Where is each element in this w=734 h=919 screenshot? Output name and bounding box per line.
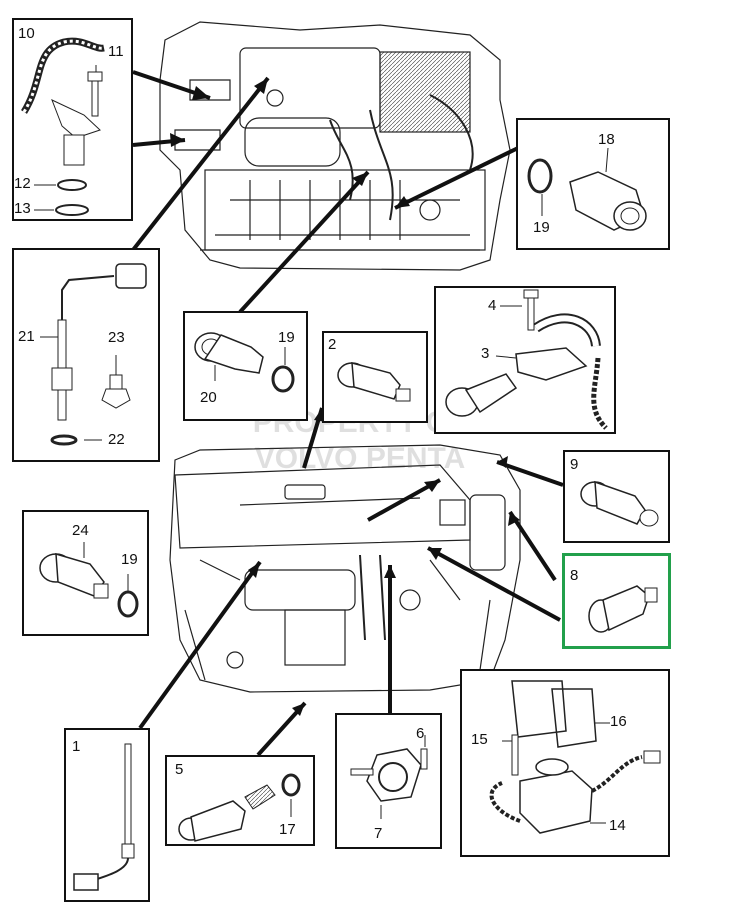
callout-24: 24 [72,522,89,539]
inset-parts-3-4 [434,286,616,434]
callout-5: 5 [175,761,184,778]
lower-engine-illustration [169,444,521,693]
inset-part-2 [322,331,428,423]
callout-4: 4 [488,297,497,314]
callout-19-lower-left: 19 [121,551,138,568]
callout-1: 1 [72,738,81,755]
inset-parts-19-24 [22,510,149,636]
sensor-18-drawing [527,147,647,231]
watermark-line-2: VOLVO PENTA [255,442,466,475]
callout-8: 8 [570,567,579,584]
callout-7: 7 [374,825,383,842]
callout-19-upper-right: 19 [533,219,550,236]
sensor-20-drawing [194,332,295,393]
callout-18: 18 [598,131,615,148]
sensor-24-drawing [39,542,139,618]
callout-19-middle-left: 19 [278,329,295,346]
callout-15: 15 [471,731,488,748]
sensor-14-16-drawing [489,680,661,834]
sensor-3-drawing [445,289,608,430]
inset-part-1 [64,728,150,902]
callout-11: 11 [108,43,124,60]
sensor-8-drawing [588,585,658,633]
callout-14: 14 [609,817,626,834]
inset-part-9 [563,450,670,543]
callout-13: 13 [14,200,31,217]
inset-parts-5-17 [165,755,315,846]
sensor-1-drawing [73,743,135,891]
inset-parts-6-7 [335,713,442,849]
callout-23: 23 [108,329,125,346]
inset-parts-14-15-16 [460,669,670,857]
callout-10: 10 [18,25,35,42]
callout-6: 6 [416,725,425,742]
callout-16: 16 [610,713,627,730]
callout-12: 12 [14,175,31,192]
inset-parts-10-11-12-13 [12,18,133,221]
callout-22: 22 [108,431,125,448]
callout-20: 20 [200,389,217,406]
inset-part-8-highlighted [562,553,671,649]
sensor-2-drawing [337,362,411,402]
sensor-10-drawing [20,37,105,216]
sensor-6-7-drawing [350,735,428,819]
callout-21: 21 [18,328,35,345]
callout-3: 3 [481,345,490,362]
sensor-9-drawing [580,480,659,527]
callout-2: 2 [328,336,337,353]
inset-parts-18-19 [516,118,670,250]
sensor-21-23-drawing [40,263,147,446]
arrowheads [170,78,520,716]
inset-parts-19-20 [183,311,308,421]
upper-engine-illustration [159,21,511,271]
inset-parts-21-22-23 [12,248,160,462]
sensor-5-drawing [178,773,301,842]
callout-17: 17 [279,821,296,838]
callout-9: 9 [570,456,579,473]
leader-lines [131,70,564,757]
